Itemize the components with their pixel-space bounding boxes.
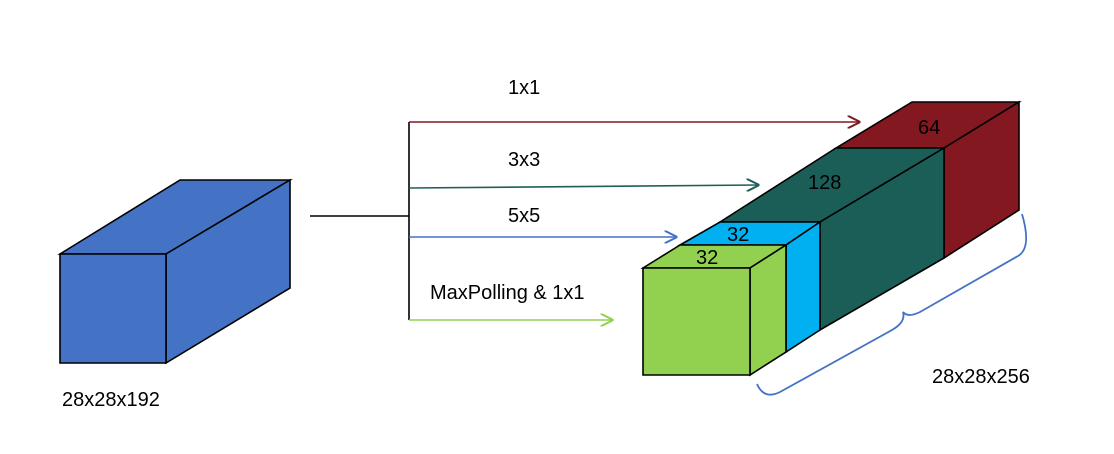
block-32-cyan-side [785, 220, 821, 354]
input-dimension-label: 28x28x192 [62, 389, 160, 411]
branch-label-5x5: 5x5 [508, 205, 540, 227]
block-label-32-green: 32 [696, 247, 718, 269]
branch-arrow-3x3 [408, 185, 758, 188]
branch-label-maxpool: MaxPolling & 1x1 [430, 282, 585, 304]
output-brace [756, 213, 1028, 396]
output-block-32-green [640, 243, 789, 377]
block-label-32-cyan: 32 [727, 224, 749, 246]
output-dimension-label: 28x28x256 [932, 366, 1030, 388]
input-cuboid-front [59, 253, 167, 364]
block-32-green-side [749, 243, 787, 377]
input-tensor-cuboid [57, 178, 293, 365]
block-32-green-front [642, 267, 751, 376]
branch-label-3x3: 3x3 [508, 149, 540, 171]
block-label-64: 64 [918, 117, 940, 139]
block-label-128: 128 [808, 172, 841, 194]
branch-label-1x1: 1x1 [508, 77, 540, 99]
